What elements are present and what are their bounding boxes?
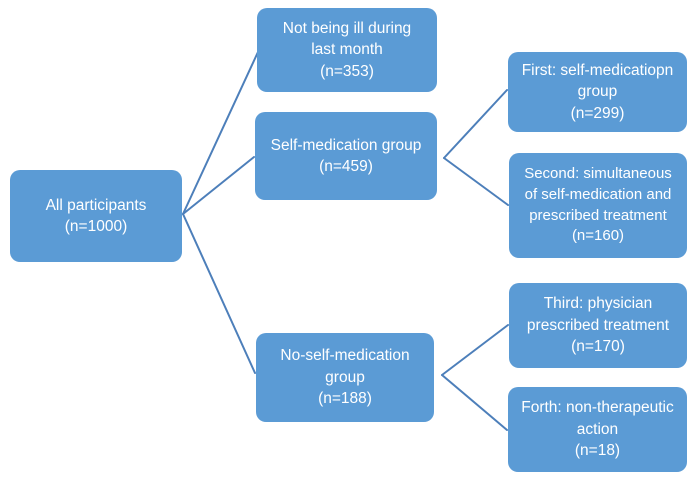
edge-self-med-to-first: [443, 89, 508, 159]
edge-all-to-self-med: [182, 156, 255, 215]
node-fourth-group: Forth: non-therapeutic action (n=18): [508, 387, 687, 472]
edge-self-med-to-second: [443, 157, 509, 206]
node-first-group: First: self-medicatiopn group (n=299): [508, 52, 687, 132]
node-all-participants: All participants (n=1000): [10, 170, 182, 262]
node-no-self-medication-group: No-self-medication group (n=188): [256, 333, 434, 422]
edge-all-to-not-ill: [182, 51, 259, 215]
node-not-being-ill: Not being ill during last month (n=353): [257, 8, 437, 92]
node-third-group: Third: physician prescribed treatment (n…: [509, 283, 687, 368]
node-second-group: Second: simultaneous of self-medication …: [509, 153, 687, 258]
edge-all-to-no-self-med: [182, 213, 256, 374]
edge-no-self-med-to-third: [441, 324, 509, 376]
edge-no-self-med-to-fourth: [441, 374, 508, 431]
node-self-medication-group: Self-medication group (n=459): [255, 112, 437, 200]
